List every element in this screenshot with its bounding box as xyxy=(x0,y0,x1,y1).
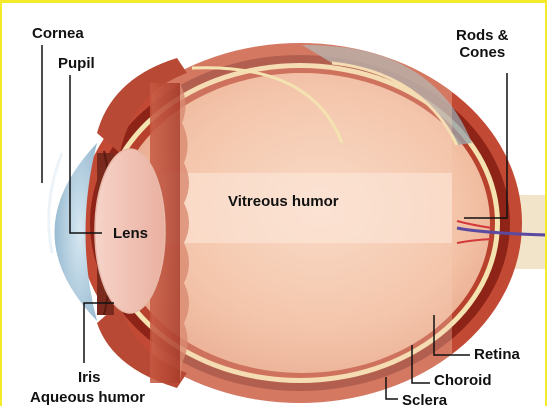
label-lens: Lens xyxy=(113,225,148,242)
label-cornea: Cornea xyxy=(32,25,84,42)
label-retina: Retina xyxy=(474,346,520,363)
label-rods-cones: Rods & Cones xyxy=(456,27,509,61)
label-choroid: Choroid xyxy=(434,372,492,389)
label-vitreous-humor: Vitreous humor xyxy=(228,193,339,210)
label-sclera: Sclera xyxy=(402,392,447,406)
label-pupil: Pupil xyxy=(58,55,95,72)
label-iris: Iris xyxy=(78,369,101,386)
label-aqueous-humor: Aqueous humor xyxy=(30,389,145,406)
